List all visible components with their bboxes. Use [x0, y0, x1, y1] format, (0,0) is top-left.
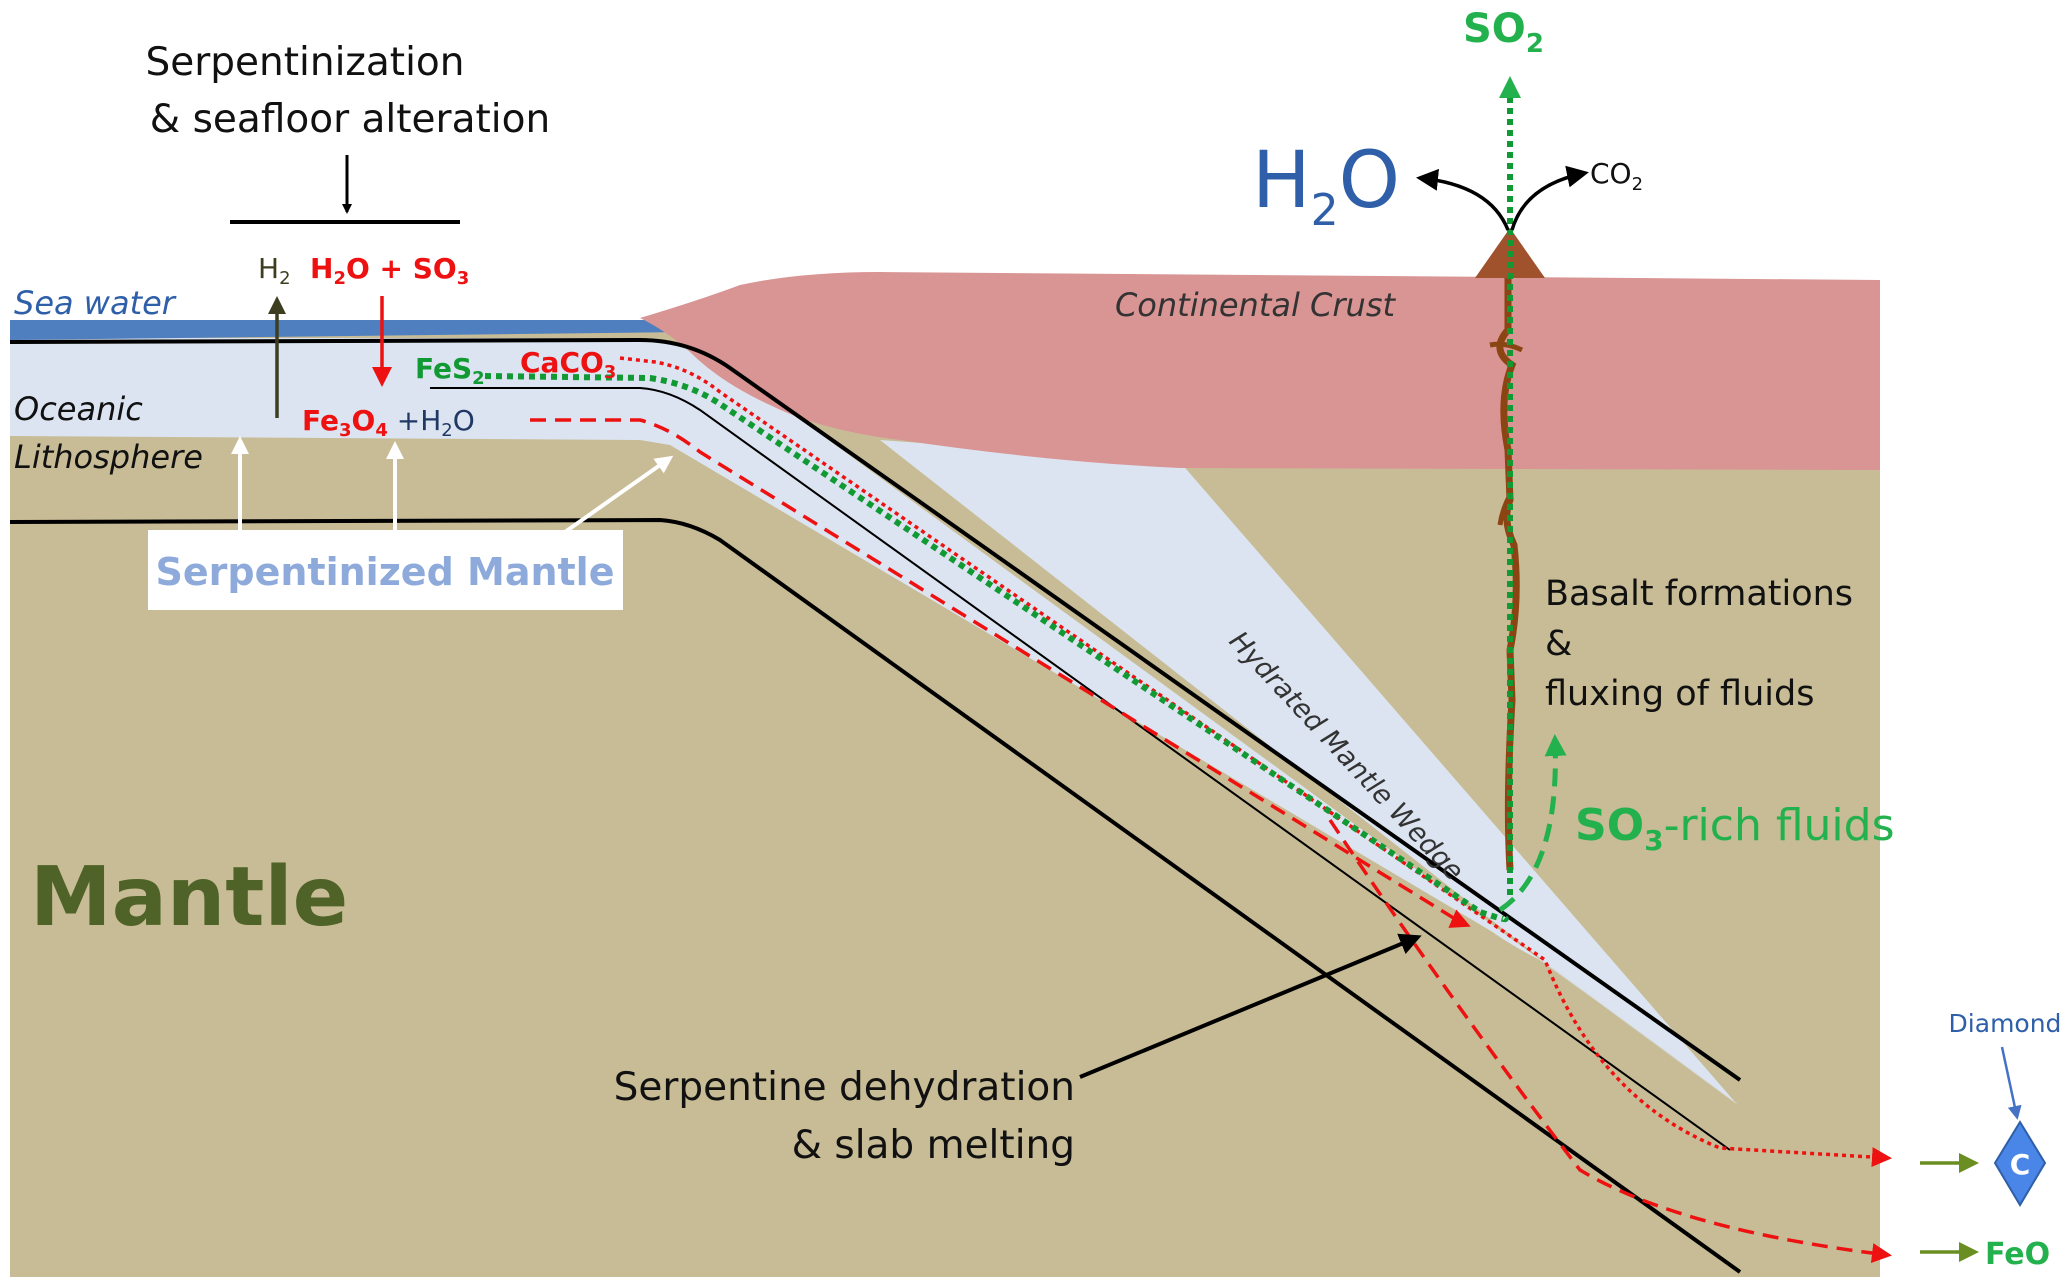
continental-crust	[640, 272, 1880, 470]
fe3o4-path	[530, 418, 1471, 928]
serpentinized-mantle-label: Serpentinized Mantle	[156, 550, 615, 594]
so3-fluids-arrow	[1498, 734, 1567, 913]
so3-fluids-label: SO3-rich fluids	[1575, 800, 1895, 857]
sea-water	[10, 320, 690, 340]
h2-label: H2	[258, 252, 291, 289]
hydrated-mantle-wedge	[880, 440, 1735, 1102]
diamond-icon	[1993, 1120, 2047, 1207]
serpentinized-mantle-box	[148, 530, 623, 610]
dehydration-arrow	[1079, 933, 1422, 1079]
feo-label: FeO	[1985, 1237, 2050, 1272]
fes2-path	[484, 373, 1509, 923]
oceanic-label-line2: Lithosphere	[14, 438, 203, 476]
process-label-line1: Serpentinization	[145, 40, 464, 85]
feo-path	[1328, 819, 1892, 1264]
basalt-label-line1: Basalt formations	[1545, 574, 1853, 614]
so2-label: SO2	[1463, 6, 1544, 59]
conduit-branch-1	[1489, 341, 1524, 353]
process-label-line2: & seafloor alteration	[150, 97, 550, 142]
caco3-path	[619, 356, 1892, 1168]
h2o-vent-arrow	[1416, 168, 1510, 231]
caco3-label: CaCO3	[520, 346, 616, 383]
dehydration-label-line2: & slab melting	[792, 1123, 1075, 1168]
oceanic-lithosphere-upper	[10, 344, 1738, 1105]
serp-arrow-3	[563, 455, 674, 534]
diamond-label: Diamond	[1949, 1009, 2062, 1038]
diamond-pointer	[2000, 1046, 2022, 1120]
h2o-so3-label: H2O + SO3	[310, 252, 469, 289]
basalt-label-line3: fluxing of fluids	[1545, 674, 1814, 714]
diamond-symbol: C	[2010, 1148, 2031, 1181]
basalt-label-line2: &	[1545, 624, 1572, 664]
dehydration-label-line1: Serpentine dehydration	[614, 1065, 1075, 1110]
slab-inner-line	[430, 387, 1731, 1151]
h2o-big-label: H2O	[1252, 136, 1400, 236]
sea-water-label: Sea water	[14, 284, 177, 322]
fe3o4-label: Fe3O4 +H2O	[302, 404, 475, 441]
continental-crust-label: Continental Crust	[1115, 286, 1397, 324]
fes2-label: FeS2	[415, 352, 485, 389]
co2-label: CO2	[1590, 157, 1643, 195]
slab-top-line	[9, 337, 1742, 1082]
co2-vent-arrow	[1510, 165, 1589, 231]
slab-base-line	[9, 517, 1742, 1274]
oceanic-label-line1: Oceanic	[14, 390, 143, 428]
mantle-label: Mantle	[30, 850, 348, 945]
